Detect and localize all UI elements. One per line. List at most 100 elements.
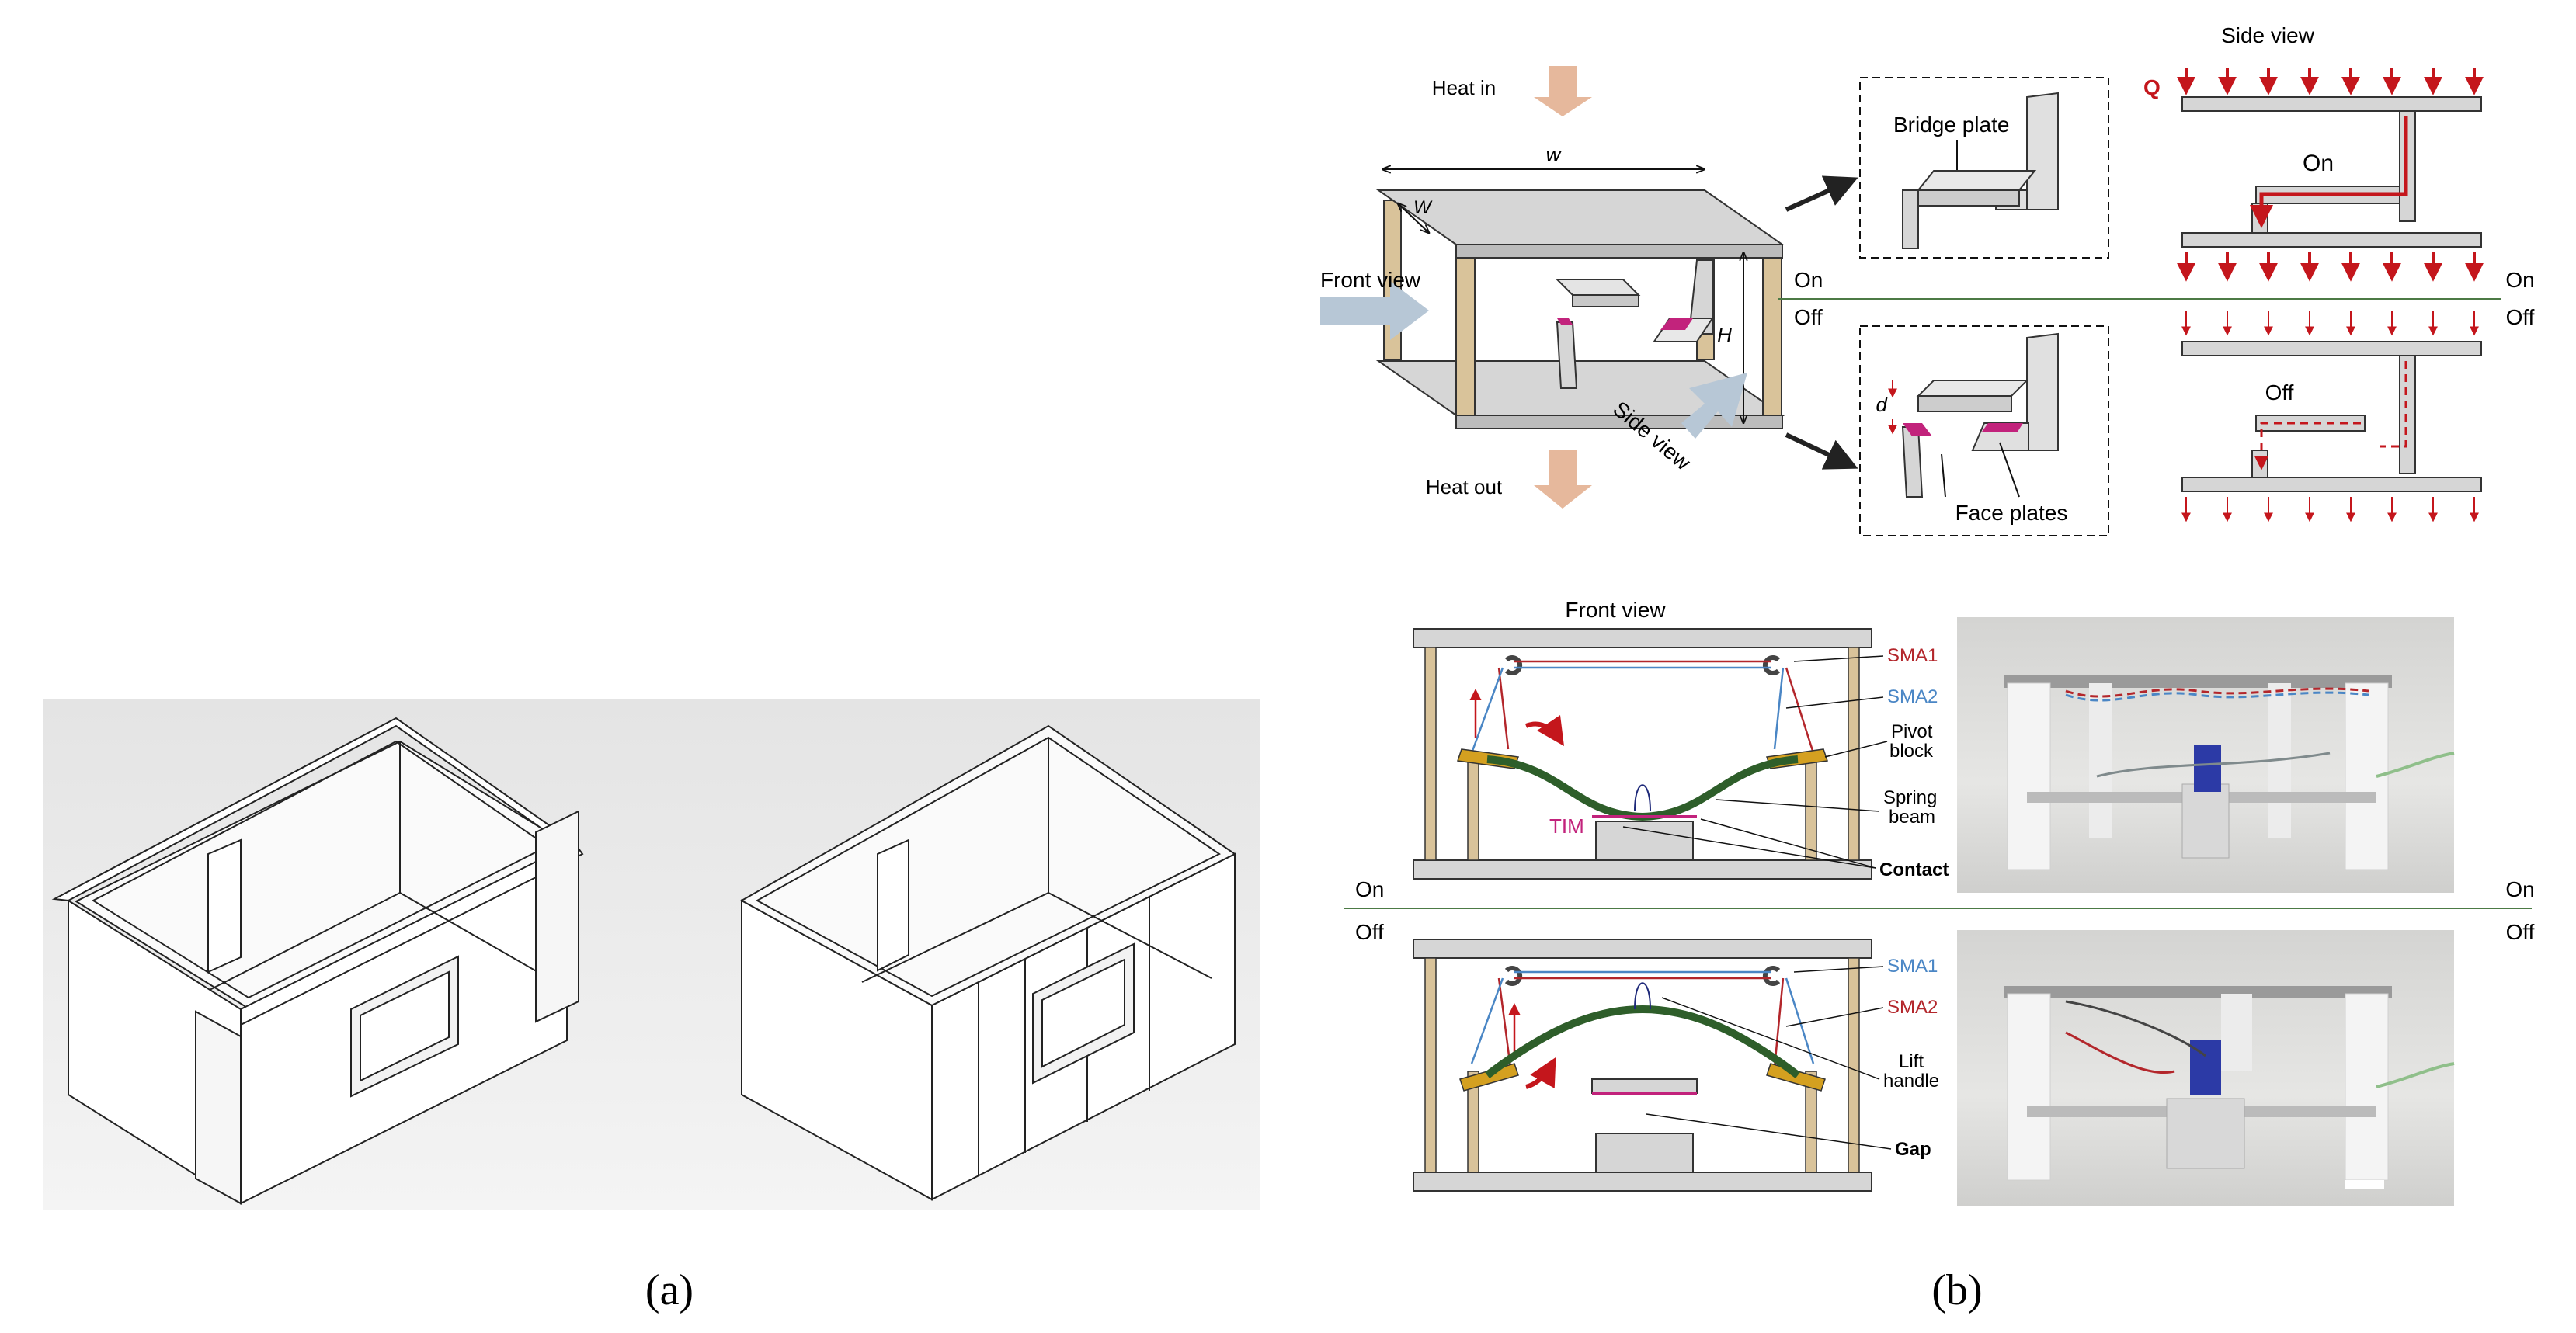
side-off-state: Off <box>2265 380 2294 404</box>
mech-on-sma2-right <box>1773 667 1785 750</box>
zoom-box-on: Bridge plate <box>1859 77 2109 259</box>
mech-off-tim-plate <box>1591 1078 1698 1094</box>
room-right-floor <box>739 724 1236 1007</box>
side-view-arrow <box>1681 373 1747 439</box>
mech-on-pillar-left-outer <box>1424 647 1437 861</box>
dim-width-label: W <box>1413 197 1433 218</box>
mech-off-top-plate <box>1413 939 1872 959</box>
mechanism-title: Front view <box>1565 598 1666 622</box>
photo-off-sma1 <box>2065 1000 2206 1057</box>
spring-label-1: Spring <box>1883 787 1937 808</box>
zoom-box-off: d Face plates <box>1859 325 2109 536</box>
panel-a: (a) <box>43 699 1260 1314</box>
zoom-on-l-vertical <box>2026 92 2059 210</box>
label-on-upper-right: On <box>2505 268 2534 292</box>
mech-on-rotate-arrow <box>1524 715 1564 746</box>
room-left-floorline2 <box>399 892 556 983</box>
label-on-lower-right: On <box>2505 877 2534 901</box>
room-right-floorline2 <box>1048 892 1212 979</box>
inner-bridge-edge <box>1572 294 1639 307</box>
label-on-upper-left: On <box>1794 268 1823 292</box>
top-plate <box>1375 189 1785 245</box>
mech-off-spring-beam <box>1484 1005 1801 1078</box>
label-off-upper-left: Off <box>1794 305 1823 329</box>
lift-label-1: Lift <box>1899 1051 1924 1072</box>
zoom-off-post <box>1901 426 1924 498</box>
mech-off-rotate-arrow <box>1525 1057 1556 1089</box>
flux-arrows-off-bottom <box>2181 497 2479 522</box>
heat-in-arrow <box>1534 66 1592 116</box>
mech-off-lift-handle <box>1634 982 1651 1010</box>
inner-face-plate <box>1660 318 1693 330</box>
mech-off-sma2-left <box>1497 977 1512 1068</box>
mech-on-sma1-left <box>1497 667 1510 750</box>
side-off-right-leg <box>2399 355 2416 474</box>
face-plates-leader-left <box>1941 453 1946 498</box>
mech-on-sma2-label: SMA2 <box>1887 686 1938 707</box>
dim-width <box>1398 203 1429 233</box>
mech-off-bottom-plate <box>1413 1172 1872 1192</box>
heat-out-arrow <box>1534 450 1592 509</box>
side-view-title: Side view <box>2221 23 2315 47</box>
mech-off-sma1-label: SMA1 <box>1887 956 1938 977</box>
room-model-left <box>51 717 584 1205</box>
photo-off <box>1957 930 2455 1206</box>
face-plates-label: Face plates <box>1955 501 2068 525</box>
mech-on-sma1-label: SMA1 <box>1887 645 1938 666</box>
photo-on-wire <box>2096 752 2331 778</box>
schematic-box: Heat in Heat out w W <box>1320 66 1858 509</box>
mech-on-pillar-right-outer <box>1848 647 1860 861</box>
photo-on-tube <box>2376 752 2455 778</box>
front-view-arrow <box>1320 281 1429 340</box>
mech-off-sma1-right <box>1785 977 1815 1064</box>
photo-off-sma2 <box>2065 1031 2175 1074</box>
zoom-off-face-right <box>1982 423 2023 432</box>
bridge-plate-label: Bridge plate <box>1893 113 2009 137</box>
panel-a-caption: (a) <box>645 1266 694 1314</box>
photo-on-base-block <box>2181 783 2230 859</box>
mech-on-pulley-left <box>1504 655 1523 675</box>
room-left-panel-edge2 <box>535 810 579 1023</box>
zoom-off-pointer <box>1785 432 1858 470</box>
room-left-panel-edge <box>195 1010 242 1205</box>
face-plates-leader-right <box>1999 442 2020 498</box>
side-view-diagram: Side view Q On Off <box>2143 23 2484 522</box>
mech-on-pulley-right <box>1762 655 1781 675</box>
mech-on-base-block <box>1595 821 1694 861</box>
room-left-rim <box>51 717 584 1026</box>
mech-on-pillar-left-inner <box>1467 760 1479 861</box>
side-off-heat-path <box>2380 361 2407 448</box>
mech-on-sma2-left <box>1470 667 1504 754</box>
panel-b-caption: (b) <box>1931 1266 1982 1314</box>
zoom-on-post <box>1902 189 1919 249</box>
mech-off-base-block <box>1595 1133 1694 1173</box>
inner-bridge <box>1555 279 1641 296</box>
label-off-lower-right: Off <box>2506 920 2535 944</box>
label-on-lower-left: On <box>1355 877 1384 901</box>
room-left-floorline <box>209 892 401 991</box>
room-model-right <box>739 724 1236 1201</box>
room-right-inner-rim <box>755 736 1221 998</box>
zoom-off-bridge-edge <box>1917 395 2012 412</box>
contact-label: Contact <box>1879 859 1949 880</box>
photo-on <box>1957 617 2455 893</box>
photo-on-sma2 <box>2065 691 2369 702</box>
label-off-upper-right: Off <box>2506 305 2535 329</box>
front-view-label: Front view <box>1320 268 1421 292</box>
side-on-top-plate <box>2181 96 2482 112</box>
zoom-off-bridge <box>1916 380 2029 397</box>
mech-on-sma1-right <box>1785 667 1815 754</box>
zoom-off-face-left <box>1903 423 1932 436</box>
flux-arrows-off-top <box>2181 311 2479 336</box>
tim-label: TIM <box>1549 814 1584 838</box>
zoom-on-frame <box>1859 77 2109 259</box>
mech-on-lift-handle <box>1634 784 1651 812</box>
dim-height-label: H <box>1717 323 1732 346</box>
inner-post-face <box>1557 318 1573 325</box>
gap-label: Gap <box>1895 1139 1931 1160</box>
photo-on-sma1 <box>2065 687 2369 698</box>
pillar-front-right <box>1762 255 1782 416</box>
mech-on-pillar-right-inner <box>1805 760 1817 861</box>
mech-off-pillar-left-outer <box>1424 957 1437 1173</box>
